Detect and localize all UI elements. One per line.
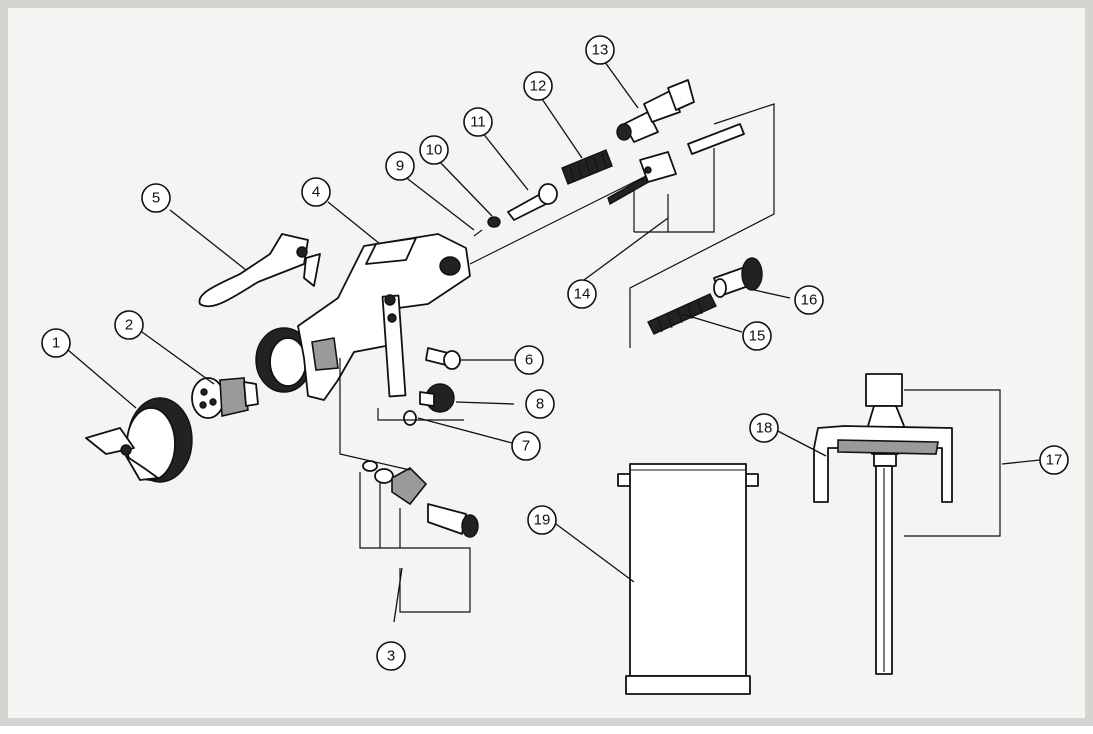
callout-2: 2 — [114, 310, 144, 340]
screw-part — [425, 347, 461, 370]
pin-part — [403, 410, 417, 426]
fluid-needle-part — [469, 151, 677, 265]
knob-part — [419, 383, 455, 413]
callout-label: 15 — [749, 328, 766, 345]
callout-8: 8 — [525, 389, 555, 419]
callout-6: 6 — [514, 345, 544, 375]
callout-label: 9 — [396, 158, 404, 175]
callout-5: 5 — [141, 183, 171, 213]
cup-lid-part — [813, 373, 953, 675]
callout-15: 15 — [742, 321, 772, 351]
callout-label: 11 — [470, 114, 486, 131]
callout-9: 9 — [385, 151, 415, 181]
callout-label: 18 — [756, 420, 773, 437]
callout-label: 19 — [534, 512, 551, 529]
callout-label: 5 — [152, 190, 160, 207]
callout-label: 6 — [525, 352, 533, 369]
spring-part — [561, 149, 613, 185]
gun-body-part — [297, 233, 471, 401]
cup-part — [617, 463, 759, 695]
grouping-brackets — [339, 103, 1001, 613]
callout-label: 8 — [536, 396, 544, 413]
callout-label: 17 — [1046, 452, 1063, 469]
callout-label: 10 — [426, 142, 443, 159]
air-cap-part — [85, 397, 193, 483]
callout-16: 16 — [794, 285, 824, 315]
callout-14: 14 — [567, 279, 597, 309]
callout-label: 4 — [312, 184, 320, 201]
callout-label: 1 — [52, 335, 60, 352]
callout-1: 1 — [41, 328, 71, 358]
leader-lines — [67, 57, 1041, 623]
small-parts-9-11 — [473, 183, 558, 237]
callout-3: 3 — [376, 641, 406, 671]
callout-18: 18 — [749, 413, 779, 443]
callout-4: 4 — [301, 177, 331, 207]
callout-10: 10 — [419, 135, 449, 165]
fluid-nozzle-part — [191, 377, 259, 419]
trigger-part — [198, 233, 321, 308]
fluid-inlet-part — [362, 460, 479, 538]
rod-part — [687, 123, 745, 155]
parts-diagram: 1 2 3 4 5 6 7 8 9 10 11 12 — [41, 35, 1069, 695]
callout-label: 2 — [125, 317, 133, 334]
callout-13: 13 — [585, 35, 615, 65]
callout-17: 17 — [1039, 445, 1069, 475]
callout-12: 12 — [523, 71, 553, 101]
callout-11: 11 — [463, 107, 493, 137]
callout-label: 7 — [522, 438, 530, 455]
air-valve-part — [616, 79, 695, 143]
callout-label: 3 — [387, 648, 395, 665]
callout-label: 13 — [592, 42, 609, 59]
callout-label: 12 — [530, 78, 547, 95]
callout-7: 7 — [511, 431, 541, 461]
callout-19: 19 — [527, 505, 557, 535]
callout-label: 14 — [574, 286, 591, 303]
callout-label: 16 — [801, 292, 818, 309]
adjust-knob-part — [713, 257, 763, 298]
